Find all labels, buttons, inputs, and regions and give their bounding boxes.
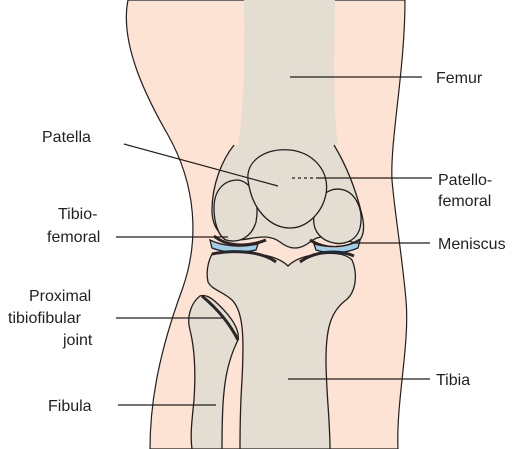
label-patellofemoral-2: femoral: [438, 193, 491, 210]
label-tibiofemoral-1: Tibio-: [58, 206, 97, 223]
label-patellofemoral-1: Patello-: [438, 172, 492, 189]
label-meniscus: Meniscus: [438, 236, 506, 253]
label-fibula: Fibula: [48, 398, 92, 415]
label-femur: Femur: [436, 70, 483, 87]
label-proximal-3: joint: [62, 332, 93, 349]
label-patella: Patella: [42, 129, 91, 146]
label-tibia: Tibia: [436, 372, 470, 389]
femur-shaft: [238, 0, 338, 145]
label-tibiofemoral-2: femoral: [47, 229, 100, 246]
label-proximal-1: Proximal: [29, 288, 91, 305]
label-proximal-2: tibiofibular: [8, 310, 82, 327]
